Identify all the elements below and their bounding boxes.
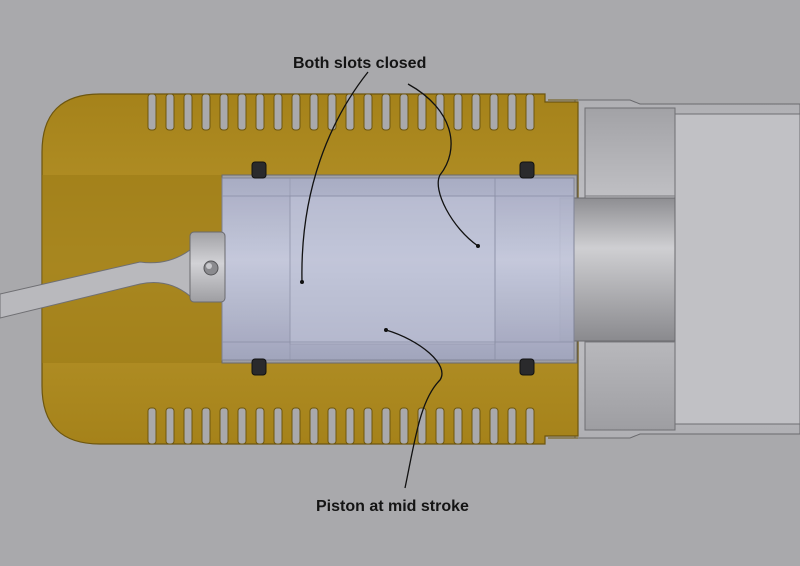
cooling-slot bbox=[237, 407, 247, 445]
cooling-slot bbox=[309, 407, 319, 445]
cooling-slot bbox=[291, 407, 301, 445]
cooling-slot bbox=[201, 93, 211, 131]
cooling-slot bbox=[489, 407, 499, 445]
cooling-slot bbox=[237, 93, 247, 131]
label-both-slots-closed: Both slots closed bbox=[293, 55, 426, 72]
cooling-slot bbox=[147, 407, 157, 445]
leader-line-bottom bbox=[385, 329, 443, 489]
o-rings bbox=[251, 161, 535, 376]
cooling-slot bbox=[507, 407, 517, 445]
cooling-slot bbox=[399, 93, 409, 131]
label-piston-mid-stroke: Piston at mid stroke bbox=[316, 498, 469, 515]
barrel-assembly bbox=[574, 99, 800, 439]
cooling-slot bbox=[309, 93, 319, 131]
cooling-slot bbox=[417, 93, 427, 131]
cooling-slot bbox=[399, 407, 409, 445]
o-ring bbox=[251, 358, 267, 376]
cooling-slot bbox=[147, 93, 157, 131]
cooling-slot bbox=[471, 407, 481, 445]
cooling-slot bbox=[453, 93, 463, 131]
cooling-slot bbox=[435, 407, 445, 445]
o-ring bbox=[519, 161, 535, 179]
cooling-slot bbox=[255, 407, 265, 445]
thread-marks bbox=[548, 99, 578, 439]
leader-line-top-right bbox=[407, 83, 479, 247]
connecting-rod bbox=[0, 231, 226, 319]
cooling-slot bbox=[507, 93, 517, 131]
cooling-slot bbox=[219, 407, 229, 445]
cooling-slots-top bbox=[147, 93, 535, 131]
cooling-slot bbox=[453, 407, 463, 445]
cooling-slot bbox=[273, 407, 283, 445]
outer-tube bbox=[674, 113, 800, 425]
leader-dot bbox=[300, 280, 304, 284]
leader-dots bbox=[300, 244, 480, 332]
leader-dot bbox=[476, 244, 480, 248]
cooling-slot bbox=[345, 93, 355, 131]
leader-lines bbox=[301, 71, 479, 489]
cooling-slot bbox=[165, 407, 175, 445]
cooling-slot bbox=[273, 93, 283, 131]
cooling-slot bbox=[327, 407, 337, 445]
leader-dot bbox=[384, 328, 388, 332]
cooling-slot bbox=[525, 93, 535, 131]
cooling-slot bbox=[345, 407, 355, 445]
leader-line-top-left bbox=[301, 71, 369, 283]
cooling-slot bbox=[219, 93, 229, 131]
cooling-slot bbox=[381, 407, 391, 445]
cooling-slot bbox=[525, 407, 535, 445]
cooling-slot bbox=[363, 93, 373, 131]
cooling-slot bbox=[255, 93, 265, 131]
cooling-slot bbox=[381, 93, 391, 131]
o-ring bbox=[519, 358, 535, 376]
o-ring bbox=[251, 161, 267, 179]
cooling-slot bbox=[183, 407, 193, 445]
cooling-slot bbox=[183, 93, 193, 131]
cooling-slot bbox=[363, 407, 373, 445]
cooling-slots-bottom bbox=[147, 407, 535, 445]
cooling-slot bbox=[201, 407, 211, 445]
cooling-slot bbox=[489, 93, 499, 131]
piston bbox=[221, 177, 575, 361]
cooling-slot bbox=[471, 93, 481, 131]
cooling-slot bbox=[165, 93, 175, 131]
piston-rod bbox=[559, 197, 676, 342]
cooling-slot bbox=[291, 93, 301, 131]
